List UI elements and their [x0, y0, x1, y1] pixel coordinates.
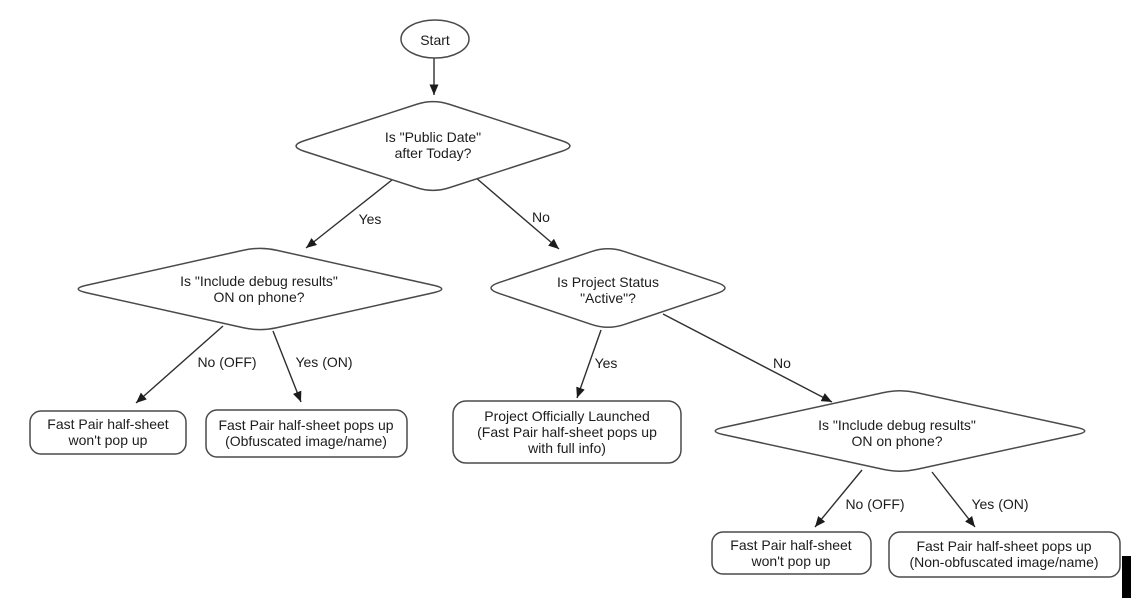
- result-launched-line1: Project Officially Launched: [484, 408, 650, 424]
- edge-debug-left-yes: [272, 330, 302, 403]
- result-non-obfuscated-line1: Fast Pair half-sheet pops up: [916, 538, 1092, 554]
- decision-public-date-shape: [295, 100, 571, 192]
- decision-project-status-label: Is Project Status "Active"?: [557, 274, 659, 306]
- result-non-obfuscated-line2: (Non-obfuscated image/name): [909, 554, 1099, 570]
- result-launched-shape: [452, 400, 682, 464]
- result-obfuscated-line1: Fast Pair half-sheet pops up: [218, 417, 394, 433]
- text-cursor-artifact: [1122, 556, 1131, 598]
- decision-public-date-line2: after Today?: [394, 145, 472, 161]
- result-no-popup-right-line1: Fast Pair half-sheet: [730, 537, 852, 553]
- decision-public-date-label: Is "Public Date" after Today?: [385, 129, 481, 161]
- result-no-popup-left-label: Fast Pair half-sheet won't pop up: [47, 416, 168, 448]
- result-obfuscated-line2: (Obfuscated image/name): [225, 433, 387, 449]
- decision-debug-right-line1: Is "Include debug results": [818, 417, 976, 433]
- result-no-popup-left-line1: Fast Pair half-sheet: [47, 416, 169, 432]
- result-non-obfuscated-label: Fast Pair half-sheet pops up (Non-obfusc…: [909, 538, 1098, 570]
- result-obfuscated-label: Fast Pair half-sheet pops up (Obfuscated…: [218, 417, 393, 449]
- decision-debug-right-label: Is "Include debug results" ON on phone?: [818, 417, 976, 449]
- edge-status-no: [662, 313, 833, 403]
- decision-project-status-line2: "Active"?: [580, 290, 636, 306]
- decision-project-status-line1: Is Project Status: [557, 274, 659, 290]
- result-launched-line3: with full info): [528, 440, 606, 456]
- start-terminator-shape: [400, 19, 470, 59]
- result-non-obfuscated-shape: [888, 531, 1121, 578]
- edge-label-debug-right-yes: Yes (ON): [971, 496, 1029, 512]
- edge-status-yes: [576, 329, 602, 399]
- decision-debug-left-shape: [77, 247, 443, 331]
- decision-debug-right-line2: ON on phone?: [851, 433, 943, 449]
- result-no-popup-right-label: Fast Pair half-sheet won't pop up: [730, 537, 851, 569]
- decision-debug-left-label: Is "Include debug results" ON on phone?: [180, 273, 338, 305]
- result-no-popup-left-line2: won't pop up: [68, 432, 148, 448]
- edge-public-date-no: [474, 176, 560, 250]
- edge-label-status-no: No: [773, 355, 791, 371]
- edge-debug-right-yes: [931, 471, 976, 528]
- result-launched-line2: (Fast Pair half-sheet pops up: [477, 424, 657, 440]
- decision-debug-left-line1: Is "Include debug results": [180, 273, 338, 289]
- result-no-popup-right-shape: [711, 531, 872, 575]
- edge-public-date-yes: [305, 175, 398, 249]
- start-node-label: Start: [420, 32, 450, 48]
- decision-debug-left-line2: ON on phone?: [213, 289, 305, 305]
- edge-label-debug-left-no: No (OFF): [197, 354, 257, 370]
- edge-label-public-date-no: No: [532, 209, 550, 225]
- decision-public-date-line1: Is "Public Date": [384, 129, 482, 145]
- decision-project-status-shape: [490, 247, 726, 329]
- edge-label-public-date-yes: Yes: [358, 211, 382, 227]
- decision-debug-right-shape: [714, 390, 1086, 472]
- edge-label-debug-left-yes: Yes (ON): [295, 354, 353, 370]
- result-no-popup-right-line2: won't pop up: [751, 553, 831, 569]
- edge-debug-right-no: [814, 469, 863, 528]
- edge-debug-left-no: [135, 325, 224, 404]
- edge-label-debug-right-no: No (OFF): [845, 496, 905, 512]
- result-no-popup-left-shape: [29, 410, 187, 455]
- result-obfuscated-shape: [205, 409, 408, 458]
- result-launched-label: Project Officially Launched (Fast Pair h…: [477, 408, 657, 456]
- edge-label-status-yes: Yes: [594, 355, 618, 371]
- start-label-text: Start: [420, 32, 450, 48]
